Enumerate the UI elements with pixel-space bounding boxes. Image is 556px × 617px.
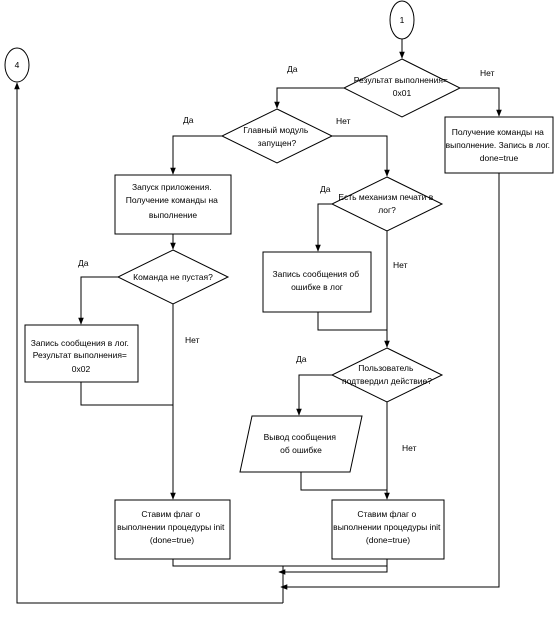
edge-log-error-merge: [317, 312, 387, 331]
decision-result: Результат выполнения= 0x01: [342, 58, 462, 118]
process-launch-line-3: выполнение: [149, 210, 198, 220]
process-set-flag-left-line-3: (done=true): [150, 535, 194, 545]
process-get-command-line-1: Получение команды на: [452, 127, 544, 137]
process-log-error-line-2: ошибке в лог: [291, 282, 343, 292]
svg-text:Запись сообщения об ошиб: Запись сообщения об ошибке в лог: [273, 269, 362, 292]
edge-result-yes: [274, 87, 344, 109]
connector-1-label: 1: [400, 15, 405, 25]
io-error-message-line-1: Вывод сообщения: [264, 432, 337, 442]
process-get-command: Получение команды на выполнение. Запись …: [444, 116, 554, 174]
edge-command-yes: [78, 276, 118, 325]
process-log-error: Запись сообщения об ошибке в лог: [262, 251, 372, 313]
edge-main-yes: [170, 135, 222, 175]
decision-main-module-line-2: запущен?: [258, 138, 297, 148]
process-set-flag-right-line-3: (done=true): [366, 535, 410, 545]
process-launch-line-1: Запуск приложения.: [132, 182, 212, 192]
edge-confirm-yes: [296, 374, 332, 416]
process-launch: Запуск приложения. Получение команды на …: [114, 174, 232, 235]
edge-io-merge: [300, 472, 387, 491]
edge-main-no: [332, 135, 390, 177]
decision-user-confirm-line-1: Пользователь: [358, 363, 414, 373]
svg-text:Ставим флаг о выполнении: Ставим флаг о выполнении процедуры init …: [117, 509, 227, 545]
svg-text:Получение команды на вып: Получение команды на выполнение. Запись …: [446, 127, 553, 163]
svg-text:Запуск приложения. Получ: Запуск приложения. Получение команды на …: [126, 182, 221, 220]
process-set-flag-right-line-1: Ставим флаг о: [357, 509, 416, 519]
process-log-result-line-1: Запись сообщения в лог.: [31, 338, 129, 348]
edge-flags-join: [172, 559, 388, 567]
process-set-flag-right-line-2: выполнении процедуры init: [333, 522, 441, 532]
flow-lines: [14, 39, 502, 604]
decision-main-module-line-1: Главный модуль: [243, 125, 309, 135]
label-print-yes: Да: [320, 184, 331, 194]
connector-4: 4: [4, 47, 30, 83]
svg-text:Главный модуль запущен?: Главный модуль запущен?: [243, 125, 310, 148]
process-log-result-line-3: 0x02: [72, 364, 91, 374]
label-print-no: Нет: [393, 260, 408, 270]
process-log-result-line-2: Результат выполнения=: [33, 350, 127, 360]
label-result-no: Нет: [480, 68, 495, 78]
label-confirm-yes: Да: [296, 354, 307, 364]
branch-labels: Да Нет Да Нет Да Нет Да Нет Да Нет: [78, 64, 495, 453]
process-set-flag-left-line-2: выполнении процедуры init: [117, 522, 225, 532]
label-command-no: Нет: [185, 335, 200, 345]
connector-4-label: 4: [15, 60, 20, 70]
label-main-yes: Да: [183, 115, 194, 125]
process-get-command-line-2: выполнение. Запись в лог.: [446, 140, 550, 150]
svg-text:Есть механизм печати в л: Есть механизм печати в лог?: [338, 192, 435, 215]
process-get-command-line-3: done=true: [480, 153, 519, 163]
svg-text:Запись сообщения в лог.: Запись сообщения в лог. Результат выполн…: [31, 338, 131, 374]
decision-print-mechanism: Есть механизм печати в лог?: [330, 176, 444, 232]
process-set-flag-left: Ставим флаг о выполнении процедуры init …: [114, 499, 231, 560]
svg-text:Команда не пустая?: Команда не пустая?: [133, 272, 213, 282]
label-result-yes: Да: [287, 64, 298, 74]
edge-log-result-merge: [80, 382, 173, 406]
decision-command-empty-line-1: Команда не пустая?: [133, 272, 213, 282]
decision-user-confirm-line-2: подтвердил действие?: [342, 376, 432, 386]
process-log-error-line-1: Запись сообщения об: [273, 269, 360, 279]
label-main-no: Нет: [336, 116, 351, 126]
svg-text:Результат выполнения= 0x: Результат выполнения= 0x01: [354, 75, 451, 98]
decision-print-mechanism-line-1: Есть механизм печати в: [338, 192, 433, 202]
label-confirm-no: Нет: [402, 443, 417, 453]
decision-result-line-2: 0x01: [393, 88, 412, 98]
svg-text:Пользователь подтвердил: Пользователь подтвердил действие?: [342, 363, 432, 386]
edge-print-yes: [315, 203, 332, 252]
label-command-yes: Да: [78, 258, 89, 268]
io-error-message: Вывод сообщения об ошибке: [239, 415, 363, 473]
decision-result-line-1: Результат выполнения=: [354, 75, 448, 85]
decision-user-confirm: Пользователь подтвердил действие?: [330, 347, 444, 403]
edge-result-no: [460, 87, 502, 117]
process-launch-line-2: Получение команды на: [126, 195, 218, 205]
decision-command-empty: Команда не пустая?: [116, 249, 230, 305]
svg-text:Ставим флаг о выполнении: Ставим флаг о выполнении процедуры init …: [333, 509, 443, 545]
decision-main-module: Главный модуль запущен?: [220, 108, 334, 164]
process-set-flag-right: Ставим флаг о выполнении процедуры init …: [331, 499, 445, 560]
process-set-flag-left-line-1: Ставим флаг о: [141, 509, 200, 519]
io-error-message-line-2: об ошибке: [280, 445, 322, 455]
process-log-result: Запись сообщения в лог. Результат выполн…: [24, 324, 139, 383]
edge-get-command-to-exit: [280, 173, 500, 590]
connector-1: 1: [389, 0, 415, 40]
edge-flags-to-exit: [278, 566, 388, 575]
edge-exit-to-c4: [14, 82, 283, 604]
decision-print-mechanism-line-2: лог?: [378, 205, 396, 215]
svg-text:Вывод сообщения об ошибк: Вывод сообщения об ошибке: [264, 432, 339, 455]
